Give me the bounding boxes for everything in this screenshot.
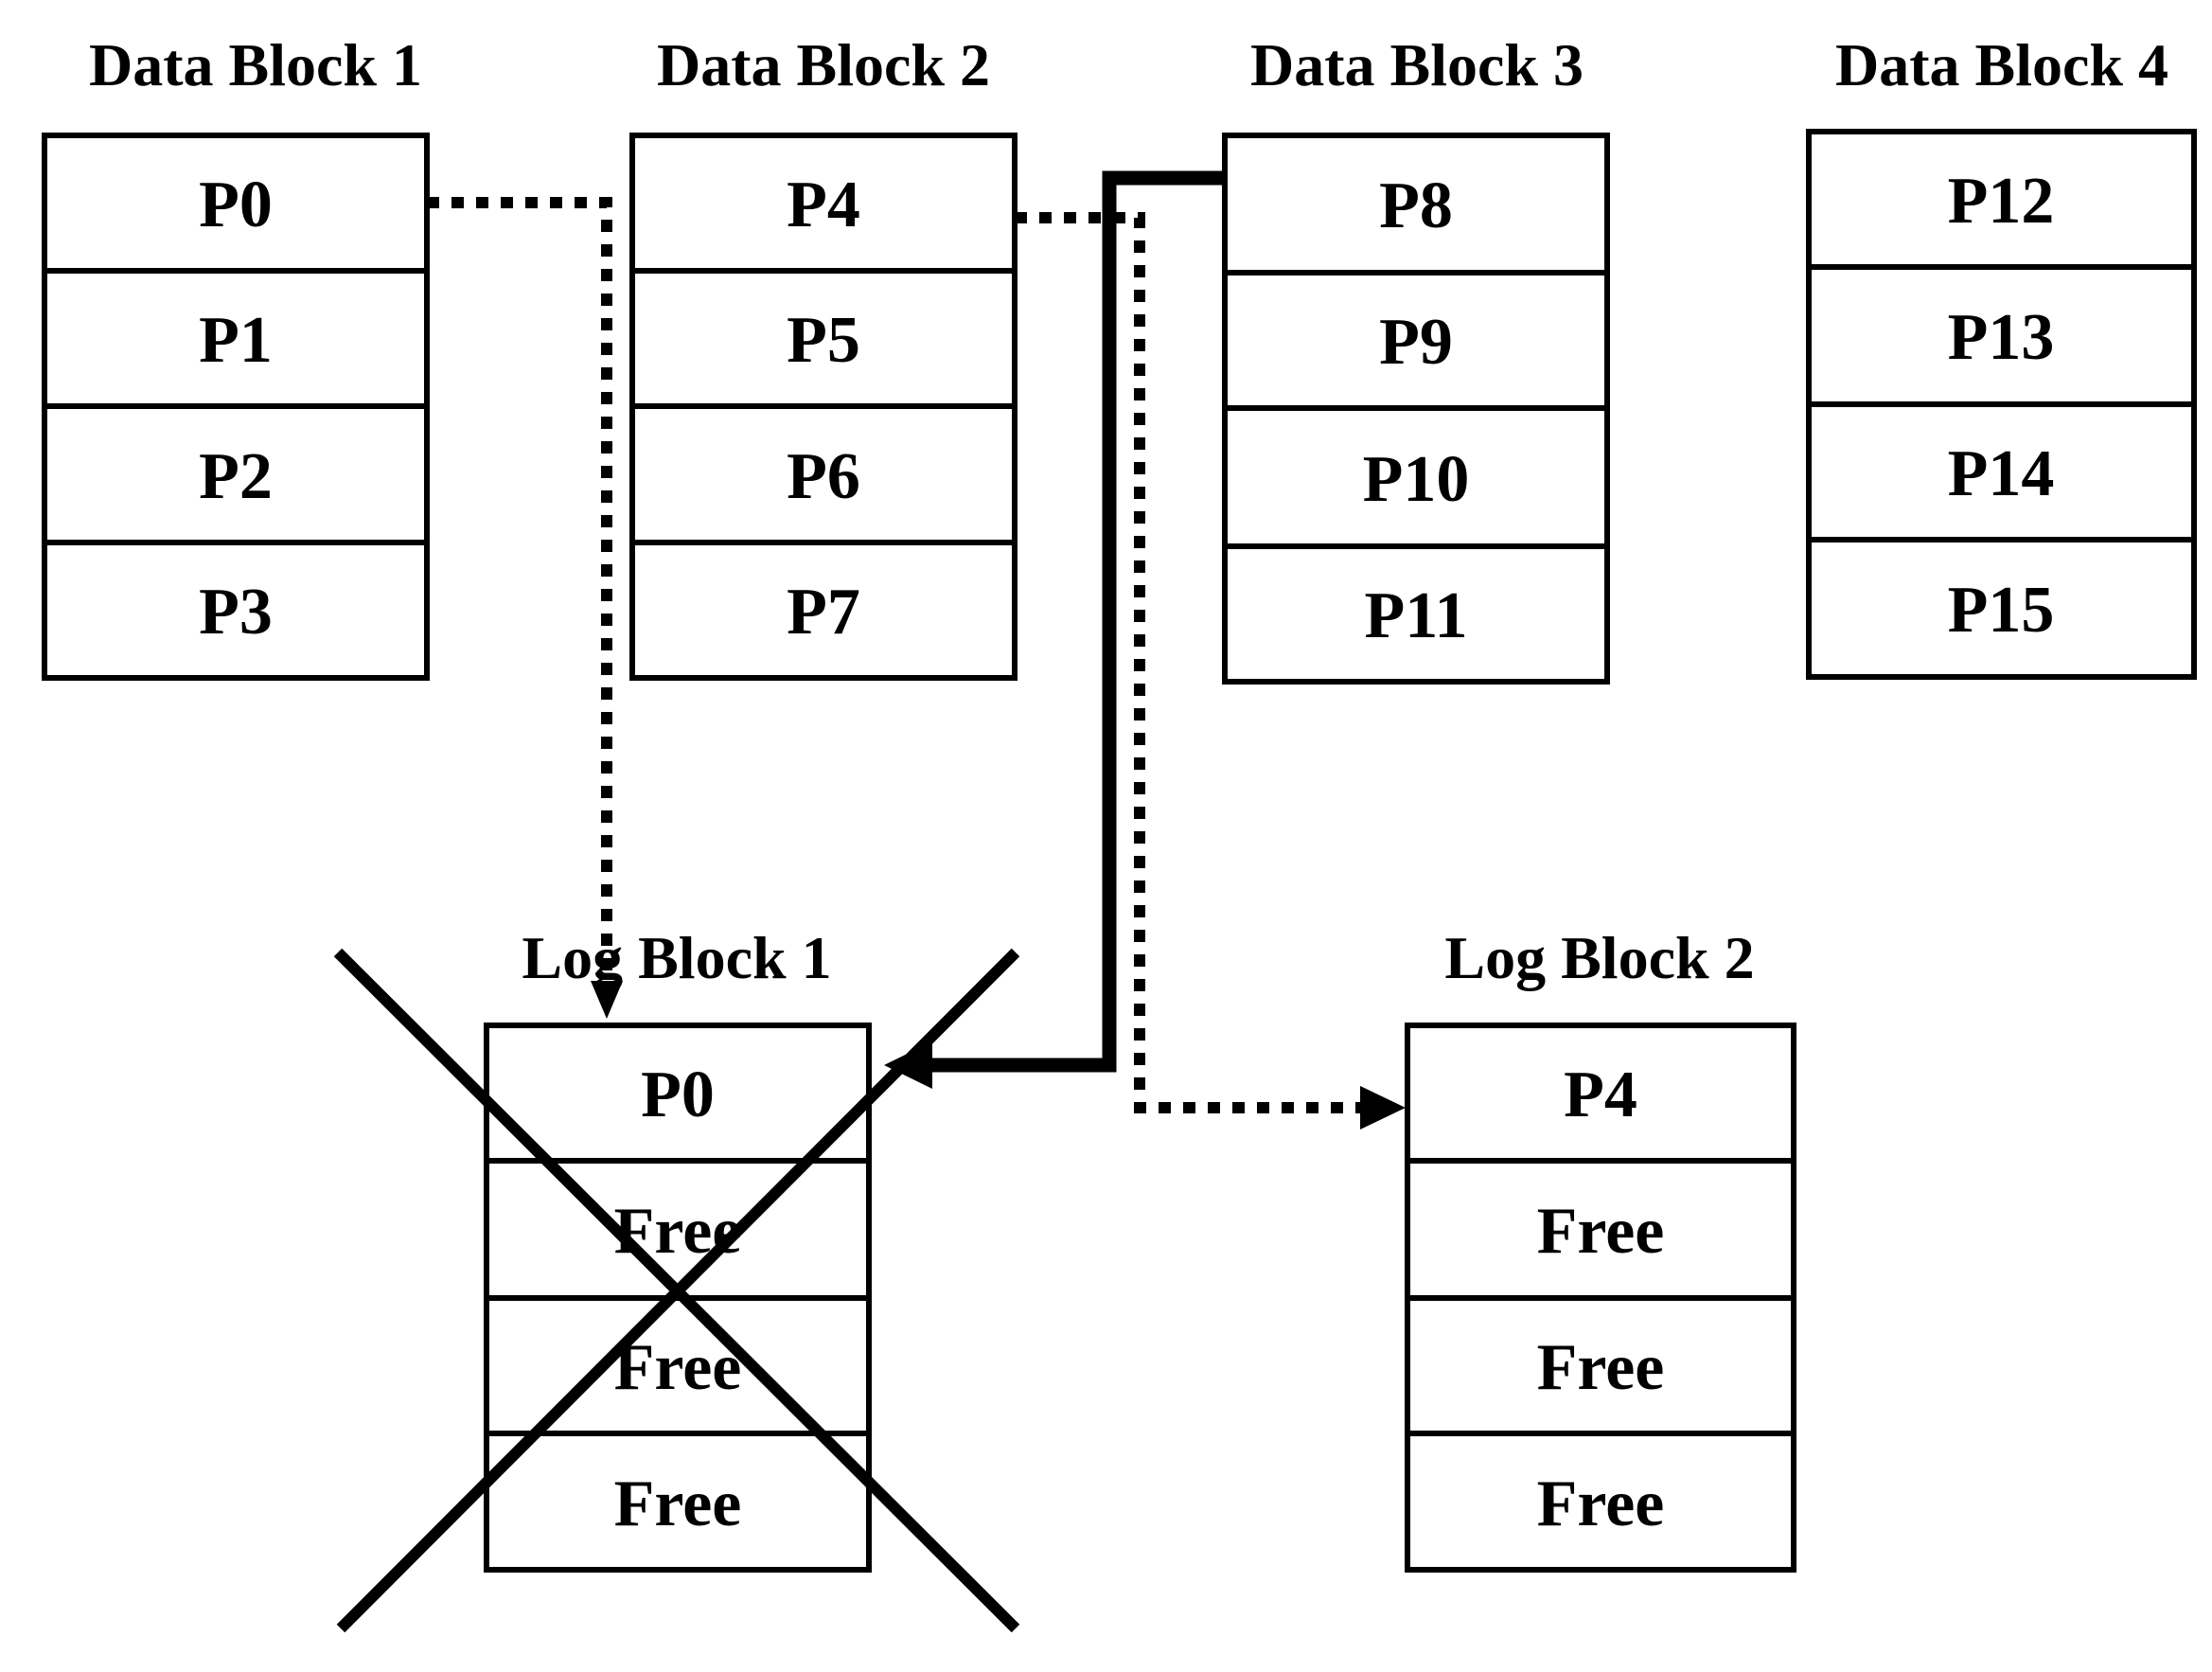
data-block-4-cell-1: P12 [1806, 129, 2197, 270]
data-block-2-cell-2: P5 [629, 268, 1018, 409]
cell-box [1222, 543, 1610, 685]
cell-box [1806, 264, 2197, 407]
cell-box [629, 268, 1018, 409]
log-block-2-cell-4: Free [1405, 1431, 1796, 1573]
cell-box [42, 268, 430, 409]
data-block-1-cell-4: P3 [42, 540, 430, 681]
data-block-3-title: Data Block 3 [1250, 31, 1584, 98]
cell-label: P10 [1363, 443, 1470, 516]
log-block-1: Log Block 1 P0 Free Free Free [484, 924, 872, 1573]
cell-label: P6 [787, 440, 860, 513]
cell-box [42, 540, 430, 681]
data-block-4-cell-4: P15 [1806, 537, 2197, 680]
cell-label: Free [1537, 1467, 1665, 1540]
cell-label: P4 [1564, 1058, 1637, 1131]
cell-label: P11 [1365, 579, 1468, 652]
cell-box [1405, 1023, 1796, 1164]
cell-label: P9 [1379, 306, 1453, 379]
data-block-1-title: Data Block 1 [89, 31, 422, 98]
cell-label: P12 [1948, 165, 2055, 238]
cell-box [42, 133, 430, 274]
solid-line [928, 170, 1225, 1073]
data-block-4-cell-2: P13 [1806, 264, 2197, 407]
cell-box [484, 1431, 872, 1573]
dotted-line [427, 197, 612, 987]
log-block-2-cell-2: Free [1405, 1158, 1796, 1301]
data-block-2-cell-1: P4 [629, 133, 1018, 274]
cell-box [1405, 1295, 1796, 1436]
connector-db1-p0-to-log1 [427, 197, 623, 1019]
log-block-1-title: Log Block 1 [522, 924, 831, 991]
data-block-1-cell-3: P2 [42, 403, 430, 545]
data-block-1: Data Block 1 P0 P1 P2 P3 [42, 31, 430, 681]
cell-label: P0 [641, 1058, 715, 1131]
cell-label: Free [614, 1331, 742, 1404]
cell-label: P15 [1948, 574, 2055, 647]
data-block-2-cell-4: P7 [629, 540, 1018, 681]
cell-box [1806, 537, 2197, 680]
log-block-1-cross-mark [333, 948, 1020, 1633]
log-block-2-cell-3: Free [1405, 1295, 1796, 1436]
data-block-3: Data Block 3 P8 P9 P10 P11 [1222, 31, 1610, 685]
data-block-2-title: Data Block 2 [657, 31, 990, 98]
cell-box [484, 1158, 872, 1301]
log-block-2-title: Log Block 2 [1444, 924, 1754, 991]
data-block-3-cell-3: P10 [1222, 405, 1610, 549]
cell-box [1222, 405, 1610, 549]
log-block-2: Log Block 2 P4 Free Free Free [1405, 924, 1796, 1573]
data-block-4-cell-3: P14 [1806, 401, 2197, 543]
data-block-3-cell-1: P8 [1222, 133, 1610, 276]
connector-db2-p4-to-log2 [1015, 212, 1406, 1129]
data-block-4-title: Data Block 4 [1835, 31, 2168, 98]
cell-label: Free [1537, 1331, 1665, 1404]
data-block-2-cell-3: P6 [629, 403, 1018, 545]
cell-label: P1 [199, 304, 273, 377]
cross-line [336, 948, 1020, 1633]
data-block-2: Data Block 2 P4 P5 P6 P7 [629, 31, 1018, 681]
cell-label: P2 [199, 440, 273, 513]
cell-label: Free [614, 1195, 742, 1268]
cell-box [1222, 270, 1610, 411]
cell-label: P4 [787, 169, 860, 241]
cell-label: P3 [199, 576, 273, 649]
cell-label: P7 [787, 576, 860, 649]
cell-box [629, 540, 1018, 681]
arrow-head-down-icon [591, 981, 623, 1019]
cell-label: Free [1537, 1195, 1665, 1268]
cell-box [1405, 1431, 1796, 1573]
log-block-1-cell-3: Free [484, 1295, 872, 1436]
arrow-head-right-icon [1360, 1086, 1406, 1129]
cell-label: P0 [199, 169, 273, 241]
log-block-1-cell-4: Free [484, 1431, 872, 1573]
cell-label: P8 [1379, 169, 1453, 242]
data-block-4: Data Block 4 P12 P13 P14 P15 [1806, 31, 2197, 680]
dotted-line [1015, 212, 1363, 1113]
log-block-1-cell-1: P0 [484, 1023, 872, 1164]
data-block-3-cell-2: P9 [1222, 270, 1610, 411]
log-block-1-cell-2: Free [484, 1158, 872, 1301]
data-block-1-cell-2: P1 [42, 268, 430, 409]
data-block-1-cell-1: P0 [42, 133, 430, 274]
cell-label: P5 [787, 304, 860, 377]
cell-label: P14 [1948, 437, 2055, 510]
data-block-3-cell-4: P11 [1222, 543, 1610, 685]
cell-label: Free [614, 1467, 742, 1540]
log-block-2-cell-1: P4 [1405, 1023, 1796, 1164]
cell-label: P13 [1948, 301, 2055, 374]
